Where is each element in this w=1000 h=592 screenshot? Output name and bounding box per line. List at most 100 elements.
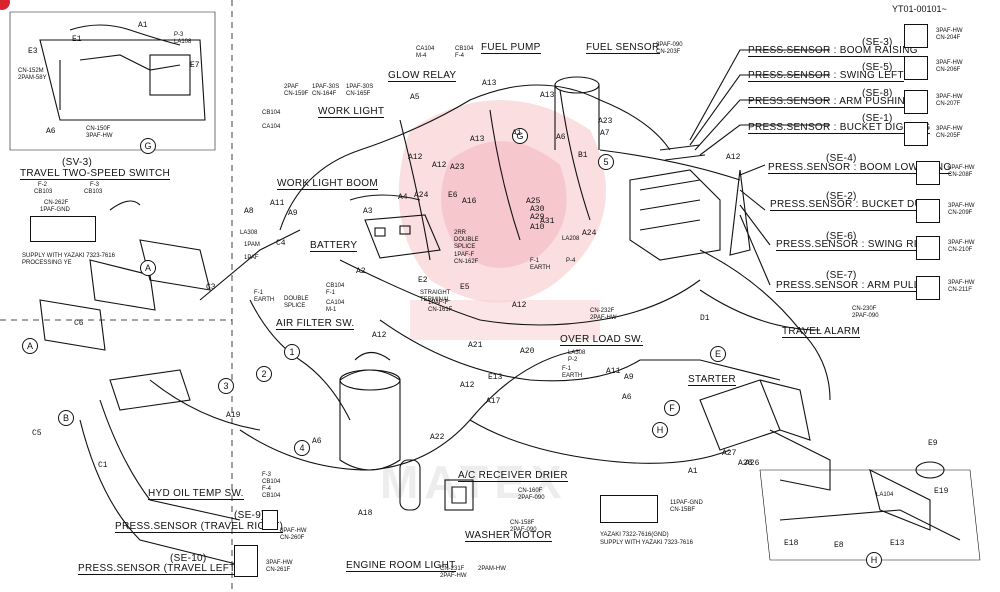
part-ref: E19 — [934, 487, 949, 496]
engine-room-light-label: ENGINE ROOM LIGHT — [346, 560, 456, 572]
part-ref: A18 — [358, 509, 373, 518]
la208-code: LA208 — [562, 236, 580, 242]
washer-motor-label: WASHER MOTOR — [465, 530, 552, 542]
earth3-code: F-1 EARTH — [562, 366, 583, 379]
ca104-m4-code: CA104 M-4 — [416, 46, 435, 59]
section-h-callout: H — [866, 552, 882, 568]
cn160f-code: CN-160F 2PAF-090 — [518, 488, 545, 501]
sensor-connector — [916, 161, 940, 185]
sensor-code: (SE-6) — [826, 231, 857, 242]
callout-g: G — [512, 128, 528, 144]
part-ref: A19 — [226, 411, 241, 420]
cn230f-code: CN-230F 2PAF-090 — [852, 306, 879, 319]
travel-cb103a: CB103 — [34, 189, 53, 195]
part-ref: A12 — [726, 153, 741, 162]
callout-2: 2 — [256, 366, 272, 382]
part-ref: A24 — [414, 191, 429, 200]
part-ref: A25 — [526, 197, 541, 206]
part-ref: A16 — [462, 197, 477, 206]
callout-h: H — [652, 422, 668, 438]
over-load-label: OVER LOAD SW. — [560, 334, 644, 346]
part-ref: A20 — [520, 347, 535, 356]
sensor-name: PRESS.SENSOR : BOOM LOWERING — [768, 162, 952, 174]
part-ref: A31 — [540, 217, 555, 226]
travel-f3: F-3 — [90, 182, 99, 188]
sensor-cn-code: CN-207F — [936, 101, 961, 107]
battery-label: BATTERY — [310, 240, 358, 252]
work-light-boom-label: WORK LIGHT BOOM — [277, 178, 378, 190]
part-ref: A23 — [598, 117, 613, 126]
pa1-code: 1PAF-30S CN-164F — [312, 84, 340, 97]
callout-5: 5 — [598, 154, 614, 170]
part-ref: C5 — [32, 429, 42, 438]
sensor-connector — [904, 122, 928, 146]
ac-receiver-label: A/C RECEIVER DRIER — [458, 470, 568, 482]
part-ref: A23 — [450, 163, 465, 172]
part-ref: A28 — [738, 459, 753, 468]
sensor-part-code: 3PAF-HW — [948, 240, 975, 246]
part-ref: A7 — [600, 129, 610, 138]
travel-f2: F-2 — [38, 182, 47, 188]
part-ref: A3 — [363, 207, 373, 216]
part-ref: E3 — [28, 47, 38, 56]
glow-relay-label: GLOW RELAY — [388, 70, 457, 82]
part-ref: E18 — [784, 539, 799, 548]
sensor-connector — [904, 56, 928, 80]
1paf-code: 1PAF — [244, 255, 259, 261]
part-ref: A13 — [540, 91, 555, 100]
se10-connector — [234, 545, 258, 577]
travel-two-speed-label: TRAVEL TWO-SPEED SWITCH — [20, 168, 171, 180]
callout-a-1: A — [140, 260, 156, 276]
part-ref: E2 — [418, 276, 428, 285]
cn150f-code: CN-150F 3PAF-HW — [86, 126, 113, 139]
straight-terminal-code: STRAIGHT TERMINAL — [420, 290, 451, 303]
cn231f-code: CN-231F 2PAF-HW — [440, 566, 467, 579]
part-ref: A26 — [745, 459, 760, 468]
sensor-name: PRESS.SENSOR : BUCKET DIGGING — [748, 122, 931, 134]
sensor-code: (SE-2) — [826, 191, 857, 202]
part-ref: A12 — [432, 161, 447, 170]
cn262-code: CN-262F — [44, 200, 69, 206]
two-rr-code: 2RR DOUBLE SPLICE — [454, 230, 479, 250]
1pam-code: 1PAM — [244, 242, 260, 248]
sensor-part-code: 3PAF-HW — [936, 126, 963, 132]
se9-code: (SE-9) — [234, 510, 265, 521]
callout-a-2: A — [22, 338, 38, 354]
part-ref: A13 — [482, 79, 497, 88]
part-ref: A17 — [486, 397, 501, 406]
sensor-cn-code: CN-208F — [948, 172, 973, 178]
part-ref: C4 — [276, 239, 286, 248]
la104-code: LA104 — [876, 492, 894, 498]
sensor-code: (SE-4) — [826, 153, 857, 164]
sensor-part-code: 3PAF-HW — [948, 280, 975, 286]
press-travel-right-label: PRESS.SENSOR (TRAVEL RIGHT) — [115, 521, 284, 533]
sensor-name: PRESS.SENSOR : BUCKET DUMP — [770, 199, 938, 211]
cb104-code: CB104 — [262, 110, 281, 116]
part-ref: A8 — [244, 207, 254, 216]
sv3-code: (SV-3) — [62, 157, 93, 168]
part-ref: A22 — [430, 433, 445, 442]
part-ref: A12 — [512, 301, 527, 310]
sensor-part-code: 3PAF-HW — [948, 203, 975, 209]
part-ref: E9 — [928, 439, 938, 448]
part-ref: A13 — [470, 135, 485, 144]
part-ref: A21 — [468, 341, 483, 350]
earth1-code: F-1 EARTH — [530, 258, 551, 271]
yazaki2-code: YAZAKI 7322-7616(GND) — [600, 532, 669, 538]
cn260f-code: 3PAF-HW CN-260F — [280, 528, 307, 541]
sensor-part-code: 3PAF-HW — [936, 60, 963, 66]
part-ref: A2 — [356, 267, 366, 276]
part-ref: E5 — [460, 283, 470, 292]
se10-code: (SE-10) — [170, 553, 207, 564]
part-ref: A1 — [138, 21, 148, 30]
part-ref: A6 — [312, 437, 322, 446]
watermark-logo-icon — [398, 100, 606, 340]
callout-e: E — [710, 346, 726, 362]
se9-connector — [262, 510, 278, 530]
cn158f-code: CN-158F 2PAF-090 — [510, 520, 537, 533]
part-ref: B1 — [578, 151, 588, 160]
pa2-code: 1PAF-30S CN-165F — [346, 84, 374, 97]
part-ref: E1 — [72, 35, 82, 44]
